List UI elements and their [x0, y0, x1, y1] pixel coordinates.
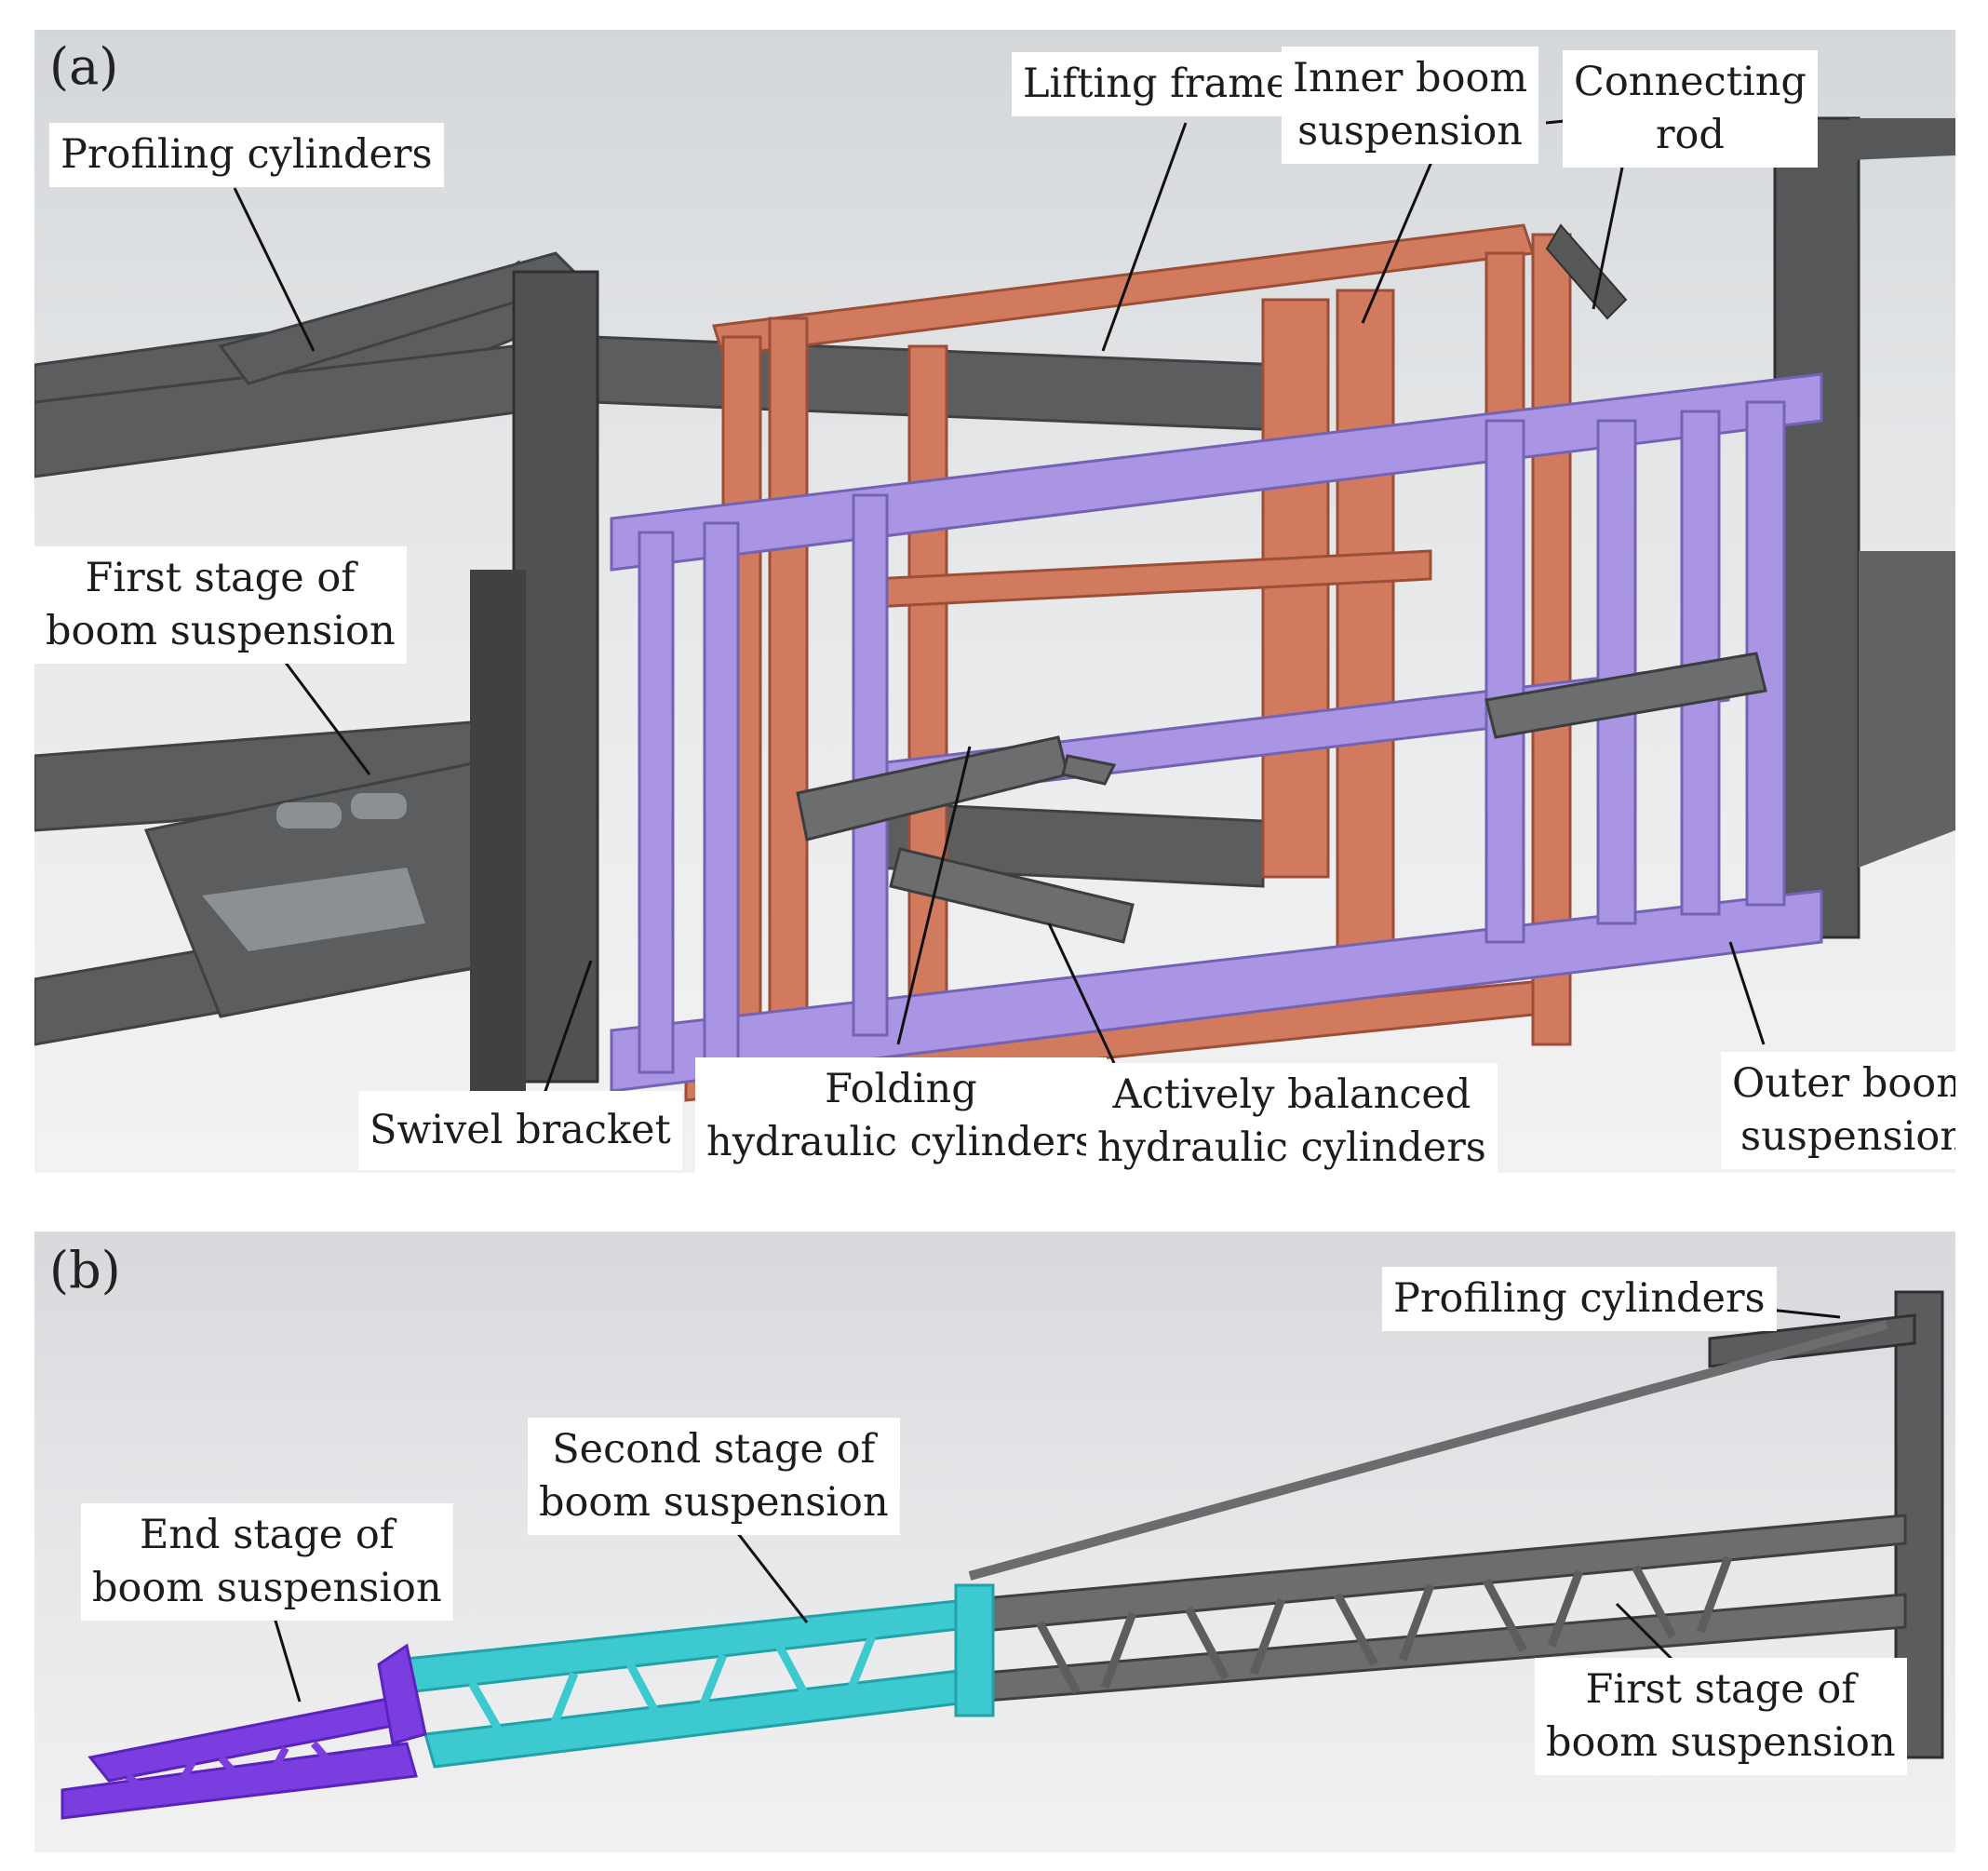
label-inner-boom-suspension: Inner boom suspension [1282, 47, 1539, 164]
end-stage-webs [125, 1741, 345, 1803]
label-swivel-bracket: Swivel bracket [358, 1091, 682, 1170]
boom-stages-illustration [60, 1290, 1944, 1820]
label-end-stage: End stage of boom suspension [81, 1503, 453, 1621]
second-stage-webs [468, 1635, 877, 1751]
label-lifting-frame: Lifting frame [1012, 52, 1301, 116]
hydraulic-cylinders [796, 652, 1767, 944]
profiling-rod [968, 1320, 1888, 1581]
first-stage-webs [1036, 1555, 1733, 1695]
end-stage-truss [60, 1643, 427, 1820]
panel-a-tag: (a) [49, 37, 119, 96]
swivel-bracket-column [512, 270, 599, 1084]
panel-b-tag: (b) [49, 1241, 121, 1299]
leader-lines [233, 110, 1766, 1110]
label-connecting-rod: Connecting rod [1563, 50, 1818, 168]
label-profiling-cylinders: Profiling cylinders [49, 123, 444, 187]
right-bracket [1859, 551, 1955, 868]
second-stage-truss [396, 1583, 995, 1769]
panel-a: (a) Profiling cylinders Lifting frame In… [34, 30, 1955, 1173]
label-folding-cylinders: Folding hydraulic cylinders [695, 1057, 1107, 1173]
suspension-assembly-illustration [34, 110, 1955, 1110]
label-actively-balanced: Actively balanced hydraulic cylinders [1086, 1063, 1498, 1173]
right-top-beam [1849, 118, 1955, 160]
label-second-stage: Second stage of boom suspension [528, 1418, 900, 1535]
connecting-rod [1545, 223, 1628, 320]
right-column [1773, 116, 1860, 939]
panel-b: (b) Profiling cylinders Second stage of … [34, 1232, 1955, 1852]
swivel-bracket-plate [470, 570, 526, 1091]
label-outer-boom-suspension: Outer boom suspension [1721, 1052, 1955, 1169]
label-b-first-stage: First stage of boom suspension [1535, 1658, 1907, 1775]
label-b-profiling-cylinders: Profiling cylinders [1382, 1267, 1777, 1331]
gray-frame-holes [202, 793, 425, 951]
label-first-stage: First stage of boom suspension [34, 546, 407, 664]
